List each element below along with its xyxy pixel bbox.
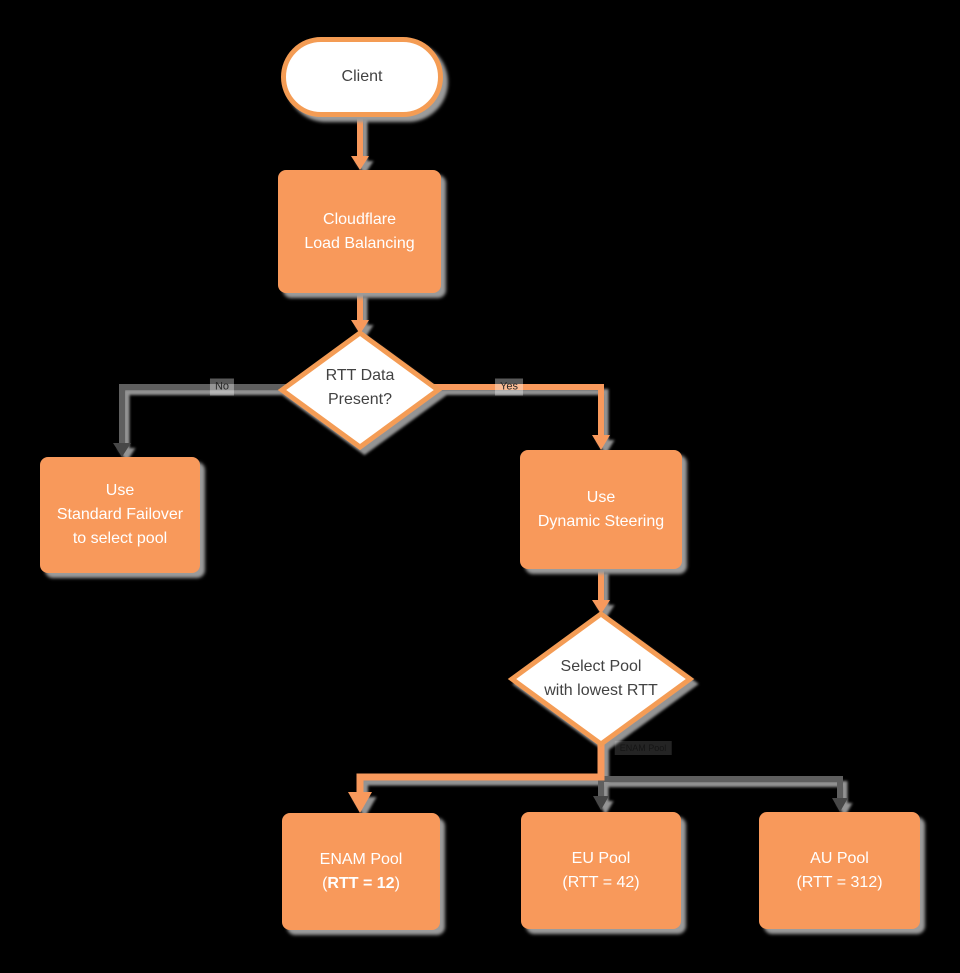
node-au-pool-line1: AU Pool <box>810 849 869 867</box>
node-enam-pool-line1: ENAM Pool <box>319 850 403 868</box>
edge-no-arrowhead-icon <box>113 443 131 457</box>
node-select-pool-text: Select Pool with lowest RTT <box>512 614 690 744</box>
decision-diamond-select-pool <box>507 610 695 748</box>
node-select-pool-line1: Select Pool <box>560 658 642 675</box>
edge-lb-to-decision-arrowhead-icon <box>351 320 369 334</box>
edge-yes-arrowhead-icon <box>592 435 610 450</box>
edge-label-no: No <box>209 378 235 396</box>
node-dynamic-steering-line2: Dynamic Steering <box>537 512 665 530</box>
edge-no-line <box>119 384 286 444</box>
node-rtt-decision-line1: RTT Data <box>325 367 395 384</box>
node-client-label: Client <box>341 68 383 85</box>
edge-au-line <box>601 776 843 800</box>
node-dynamic-steering-line1: Use <box>586 488 616 506</box>
node-load-balancing: Cloudflare Load Balancing <box>278 170 441 293</box>
node-rtt-decision-line2: Present? <box>327 391 393 408</box>
node-au-pool: AU Pool (RTT = 312) <box>759 812 920 929</box>
edge-yes-line <box>434 384 604 436</box>
node-eu-pool: EU Pool (RTT = 42) <box>521 812 681 929</box>
edge-eu-arrowhead-icon <box>593 796 609 810</box>
edge-client-to-lb-arrowhead-icon <box>351 156 369 170</box>
edge-enam-arrowhead-icon <box>348 792 372 813</box>
edge-enam-line <box>356 742 605 794</box>
node-enam-pool-rtt-suffix: ) <box>394 874 400 892</box>
node-enam-pool-rtt-value: RTT = 12 <box>327 874 395 892</box>
node-dynamic-steering: Use Dynamic Steering <box>520 450 682 569</box>
node-rtt-decision-text: RTT Data Present? <box>283 332 437 444</box>
node-load-balancing-line1: Cloudflare <box>323 210 396 228</box>
node-enam-pool-rtt-prefix: ( <box>322 874 328 892</box>
edge-label-enam-branch: ENAM Pool <box>614 741 672 755</box>
node-eu-pool-line1: EU Pool <box>571 849 631 867</box>
edge-label-yes: Yes <box>495 378 523 396</box>
node-standard-failover-line2: Standard Failover <box>56 506 184 523</box>
node-enam-pool: ENAM Pool (RTT = 12) <box>282 813 440 930</box>
node-standard-failover-line1: Use <box>105 482 135 499</box>
node-standard-failover: Use Standard Failover to select pool <box>40 457 200 573</box>
node-standard-failover-line3: to select pool <box>72 530 168 547</box>
edge-steering-to-select-arrowhead-icon <box>592 600 610 614</box>
node-au-pool-line2: (RTT = 312) <box>796 873 883 891</box>
node-load-balancing-line2: Load Balancing <box>304 234 415 252</box>
node-enam-pool-line2: (RTT = 12) <box>322 872 400 896</box>
edge-au-arrowhead-icon <box>832 798 848 812</box>
node-select-pool-line2: with lowest RTT <box>544 682 658 699</box>
node-eu-pool-line2: (RTT = 42) <box>562 873 640 891</box>
decision-diamond-rtt <box>277 329 443 451</box>
node-client: Client <box>281 37 443 117</box>
